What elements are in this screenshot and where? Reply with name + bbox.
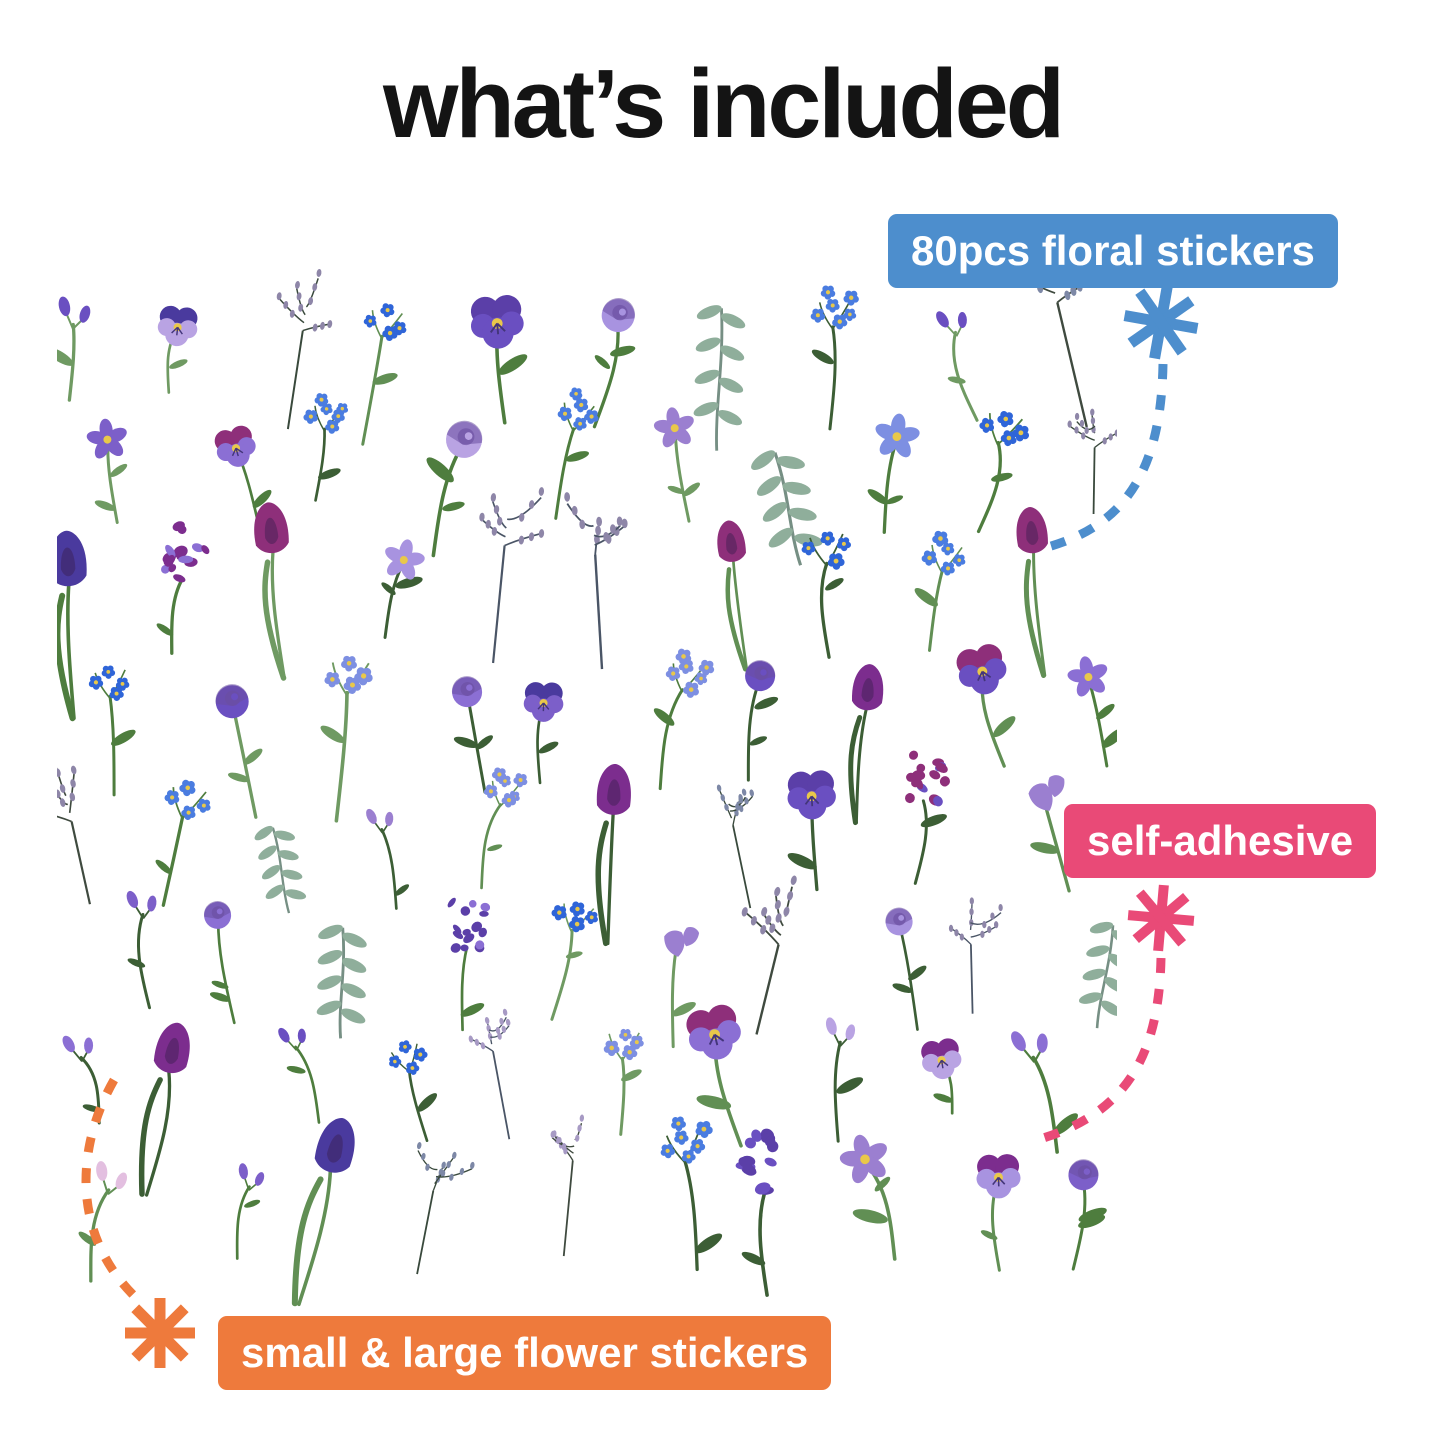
flower-sticker xyxy=(976,1154,1021,1272)
flower-sticker xyxy=(787,770,836,892)
flower-sticker xyxy=(214,425,272,528)
flower-sticker xyxy=(254,502,289,681)
callout-label-flower-sizes: small & large flower stickers xyxy=(218,1316,832,1391)
flower-sticker xyxy=(389,1040,438,1143)
flower-field-illustration xyxy=(30,245,1133,1307)
flower-sticker xyxy=(479,487,545,664)
flower-sticker xyxy=(276,269,333,430)
flower-sticker xyxy=(316,924,367,1039)
flower-sticker xyxy=(470,295,528,425)
flower-sticker xyxy=(921,1038,962,1115)
flower-sticker xyxy=(480,767,528,890)
flower-sticker xyxy=(653,407,700,523)
flower-sticker xyxy=(320,655,373,823)
flower-sticker xyxy=(426,420,483,558)
flower-sticker xyxy=(550,901,598,1021)
flower-sticker xyxy=(745,660,779,782)
flower-sticker xyxy=(1068,1159,1107,1271)
flower-sticker xyxy=(523,682,564,785)
flower-sticker xyxy=(914,530,966,652)
flower-sticker xyxy=(126,890,157,1010)
flower-sticker xyxy=(203,901,236,1025)
flower-sticker xyxy=(138,1022,190,1197)
flower-sticker xyxy=(664,927,700,1049)
flower-sticker xyxy=(1078,921,1133,1029)
flower-sticker xyxy=(956,644,1016,768)
flower-sticker xyxy=(592,298,636,429)
flower-sticker xyxy=(660,1116,723,1272)
flower-sticker xyxy=(303,393,349,502)
flower-sticker xyxy=(839,1134,897,1261)
flower-sticker xyxy=(867,413,920,534)
flower-sticker xyxy=(1028,775,1071,893)
flower-sticker xyxy=(468,1008,511,1140)
flower-sticker xyxy=(366,808,410,910)
flower-sticker xyxy=(810,285,859,431)
flower-sticker xyxy=(1067,408,1119,515)
flower-sticker xyxy=(936,311,979,422)
flower-sticker xyxy=(751,450,823,566)
flower-sticker xyxy=(254,825,307,914)
flower-sticker xyxy=(948,897,1003,1014)
flower-sticker xyxy=(603,1028,644,1136)
flower-sticker xyxy=(78,1161,128,1283)
flower-sticker xyxy=(848,664,884,826)
flower-sticker xyxy=(30,752,92,905)
asterisk-icon xyxy=(1127,884,1195,952)
flower-sticker xyxy=(1067,656,1126,768)
flower-sticker xyxy=(381,539,425,639)
flower-sticker xyxy=(686,1004,743,1148)
flower-sticker xyxy=(554,387,599,520)
sticker-sheet-image xyxy=(30,245,1133,1316)
flower-sticker xyxy=(653,648,715,791)
flower-sticker xyxy=(49,530,87,722)
flower-sticker xyxy=(361,303,407,446)
flower-sticker xyxy=(235,1163,265,1260)
flower-sticker xyxy=(595,764,631,947)
flower-sticker xyxy=(46,296,91,402)
flower-sticker xyxy=(693,305,746,451)
flower-sticker xyxy=(155,779,211,907)
flower-sticker xyxy=(564,492,628,670)
flower-sticker xyxy=(416,1142,475,1275)
flower-sticker xyxy=(976,411,1029,534)
callout-label-self-adhesive: self-adhesive xyxy=(1064,804,1377,879)
callout-label-floral-stickers: 80pcs floral stickers xyxy=(888,214,1338,289)
flower-sticker xyxy=(88,665,136,797)
flower-sticker xyxy=(1016,507,1048,678)
flower-sticker xyxy=(717,520,749,672)
flower-sticker xyxy=(278,1027,321,1124)
flower-sticker xyxy=(156,521,210,655)
flower-sticker xyxy=(885,907,927,1031)
flower-sticker xyxy=(741,875,797,1035)
flower-sticker xyxy=(215,684,263,819)
flower-sticker xyxy=(1011,1031,1078,1154)
flower-sticker xyxy=(451,676,493,794)
flower-sticker xyxy=(716,784,754,909)
page-title: what’s included xyxy=(383,49,1065,158)
flower-sticker xyxy=(801,531,851,659)
flower-sticker xyxy=(550,1114,585,1257)
flower-sticker xyxy=(86,418,128,525)
flower-sticker xyxy=(157,305,198,394)
flower-sticker xyxy=(905,750,950,885)
flower-sticker xyxy=(62,1035,101,1125)
flower-sticker xyxy=(291,1118,355,1307)
flower-sticker xyxy=(825,1017,864,1143)
flower-sticker xyxy=(735,1128,779,1297)
asterisk-icon xyxy=(1123,284,1199,360)
flower-sticker xyxy=(447,897,491,1032)
